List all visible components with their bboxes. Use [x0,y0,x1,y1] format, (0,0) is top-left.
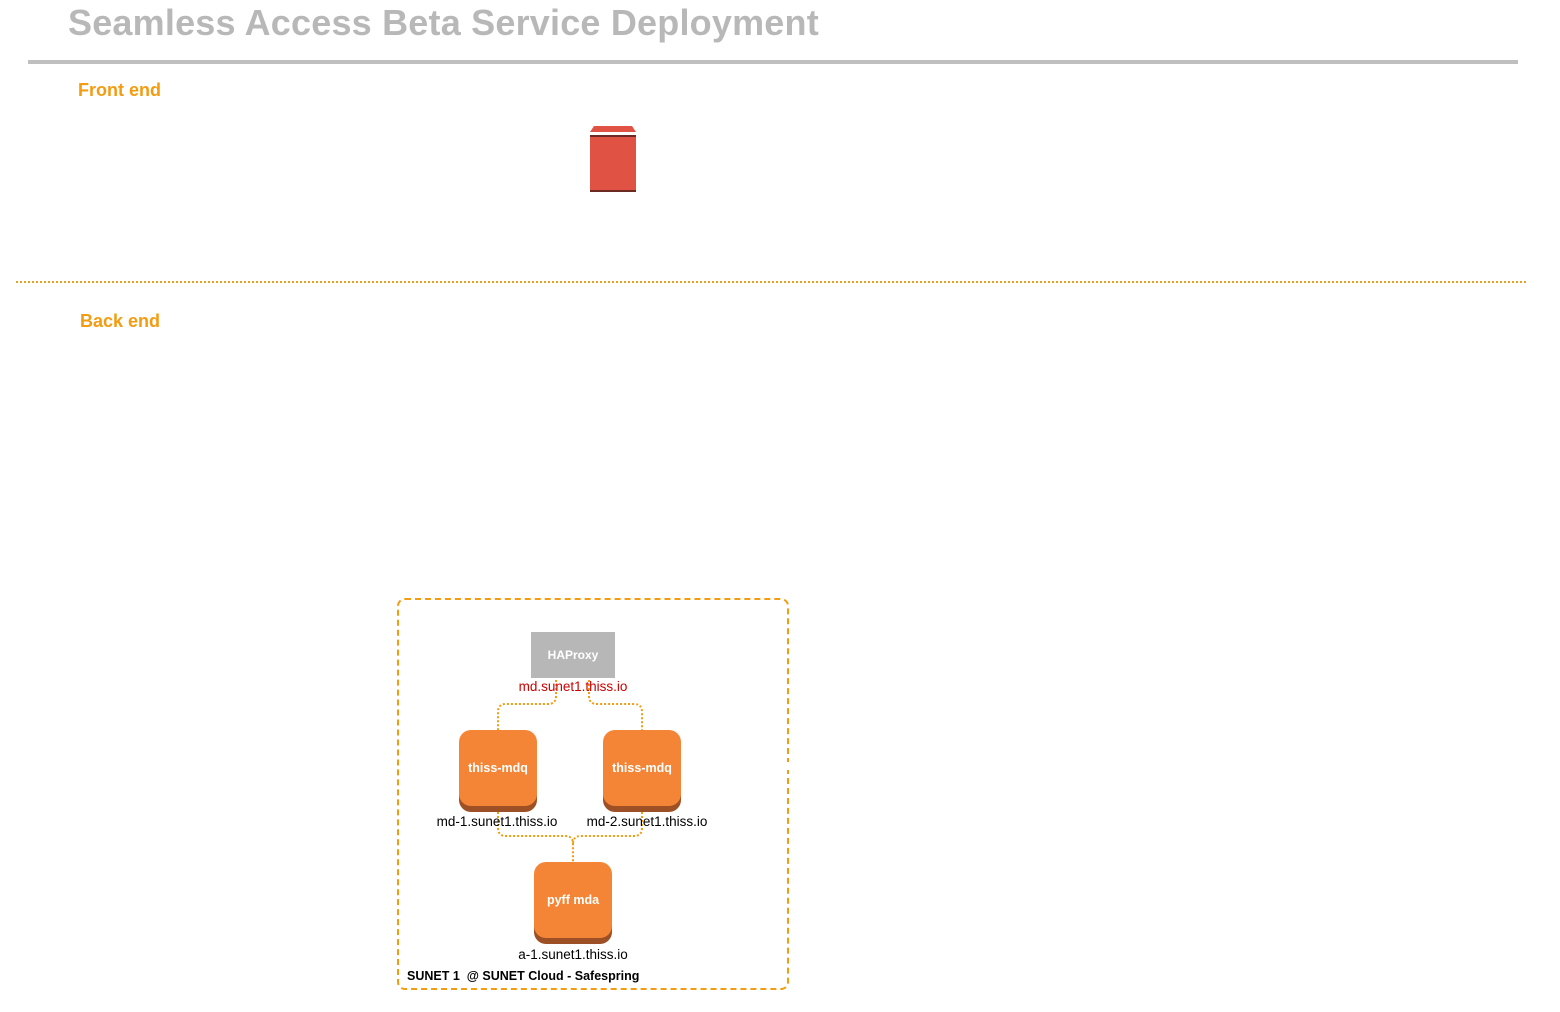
node-host-label: md-2.sunet1.thiss.io [586,814,708,829]
page-title: Seamless Access Beta Service Deployment [68,2,819,43]
cloud-zone-label: SUNET 1 @ SUNET Cloud - Safespring [407,969,640,983]
cloud-zone-boundary [397,598,789,990]
thiss-mdq-node-1: thiss-mdq [459,730,537,812]
node-label: thiss-mdq [468,761,528,775]
thiss-mdq-node-2: thiss-mdq [603,730,681,812]
haproxy-host-label: md.sunet1.thiss.io [518,679,628,694]
storage-bucket-icon [590,126,636,192]
haproxy-label: HAProxy [547,648,599,662]
haproxy-node: HAProxy [531,632,615,678]
node-host-label: a-1.sunet1.thiss.io [518,947,628,962]
back-end-label: Back end [80,311,161,331]
section-divider [16,281,1526,283]
title-rule [28,60,1518,64]
node-label: thiss-mdq [612,761,672,775]
node-label: pyff mda [546,893,600,907]
pyff-mda-node: pyff mda [534,862,612,944]
front-end-label: Front end [78,80,161,100]
node-host-label: md-1.sunet1.thiss.io [436,814,558,829]
